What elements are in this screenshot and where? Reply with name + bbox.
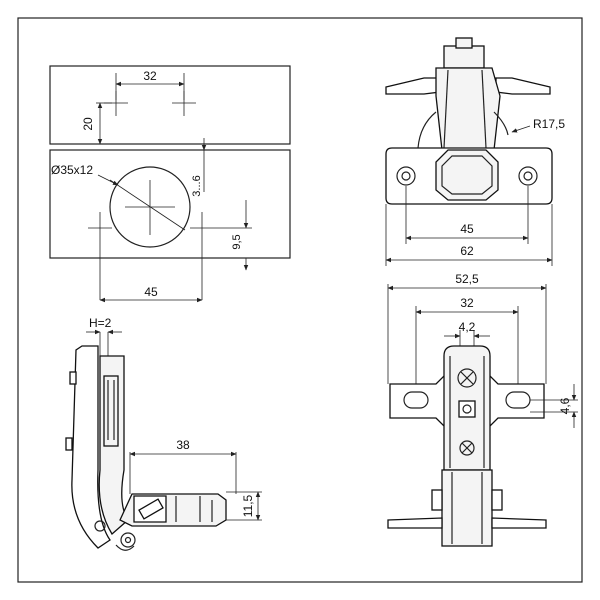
dim-top-32: 32	[143, 69, 157, 83]
dim-cup-diameter: Ø35x12	[51, 163, 93, 177]
dim-plate-width: 62	[460, 244, 474, 258]
dim-mount-width: 52,5	[455, 272, 479, 286]
dim-screw-width: 4,2	[459, 320, 476, 334]
dim-cup-depth: 9,5	[231, 234, 243, 249]
hinge-front-view: R17,5 45 62	[385, 37, 565, 266]
drilling-template-view: 32 20 Ø35x12 3...6 9,5 45	[49, 65, 291, 303]
template-lower-panel	[49, 149, 291, 259]
dim-slot-height: 4,6	[558, 397, 572, 414]
template-upper-panel	[49, 65, 291, 145]
cup-hole	[109, 166, 191, 248]
drawing-frame	[17, 17, 583, 583]
dim-arm-height: 11,5	[241, 494, 255, 517]
dim-overlay: H=2	[89, 316, 112, 330]
mounting-plate-view: 52,5 32 4,2	[387, 272, 578, 547]
dim-mount-hole-spacing: 32	[460, 296, 474, 310]
dim-arm-length: 38	[176, 438, 190, 452]
dim-top-20: 20	[81, 117, 95, 131]
dim-cup-edge: 3...6	[191, 175, 203, 196]
hinge-side-view: H=2 38 11,5	[65, 316, 262, 551]
dim-radius: R17,5	[533, 117, 565, 131]
upper-hole-marks	[104, 91, 196, 116]
lower-hole-marks	[88, 212, 214, 300]
dim-plate-hole-spacing: 45	[460, 222, 474, 236]
dim-cup-spacing: 45	[144, 285, 158, 299]
